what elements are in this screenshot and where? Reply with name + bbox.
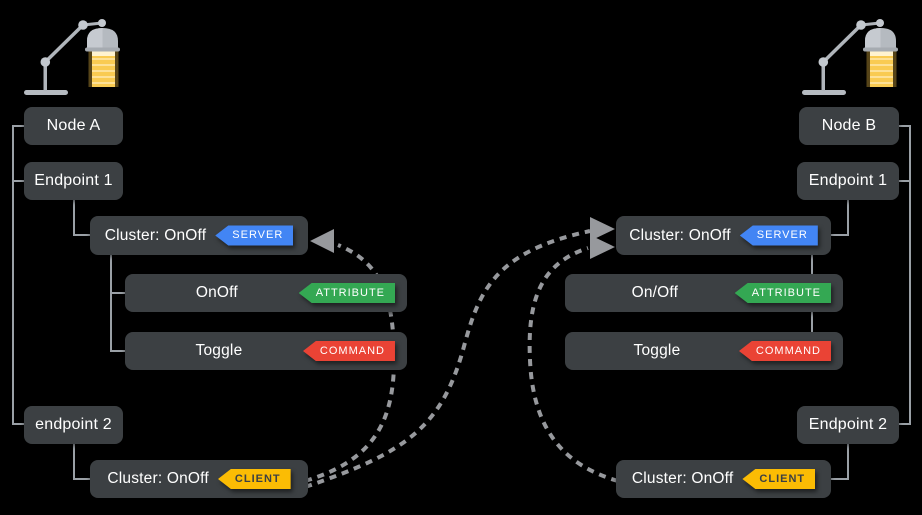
arrowhead-into-server-b-lower	[590, 235, 615, 259]
arrowheads	[310, 217, 615, 259]
arrowhead-into-server-a	[310, 229, 334, 253]
node-b-server-cluster-box: Cluster: OnOff SERVER	[616, 216, 831, 255]
node-b-command-label: Toggle	[633, 342, 681, 359]
node-b-tree-line	[899, 125, 911, 425]
attribute-badge: ATTRIBUTE	[298, 282, 395, 304]
endpoint2-b-to-client-line	[831, 444, 849, 480]
arrow-client-a-to-server-a	[304, 243, 397, 483]
node-b-label: Node B	[821, 117, 877, 134]
server-badge: SERVER	[215, 225, 294, 246]
lamp-joint	[40, 57, 51, 67]
node-a-server-cluster-label: Cluster: OnOff	[104, 226, 207, 244]
node-b-client-cluster-box: Cluster: OnOff CLIENT	[616, 460, 831, 498]
node-b-endpoint1-box: Endpoint 1	[797, 162, 899, 200]
desk-lamp-icon-node-b	[802, 19, 898, 95]
dashed-arrows	[304, 229, 619, 489]
attribute-badge: ATTRIBUTE	[734, 282, 831, 304]
arrow-client-a-to-server-b	[304, 229, 591, 489]
node-b-endpoint2-box: Endpoint 2	[797, 406, 899, 444]
server-a-subtree-line	[110, 255, 125, 352]
command-badge: COMMAND	[738, 340, 831, 362]
node-a-endpoint1-box: Endpoint 1	[24, 162, 123, 200]
lamp-pole	[43, 62, 47, 91]
arrowhead-into-server-b-upper	[590, 217, 615, 241]
server-badge: SERVER	[739, 225, 818, 246]
node-b-endpoint1-label: Endpoint 1	[808, 172, 888, 189]
node-b-endpoint2-label: Endpoint 2	[808, 416, 888, 433]
node-a-command-row: Toggle COMMAND	[125, 332, 407, 370]
node-a-tree-line	[12, 125, 24, 425]
node-a-endpoint2-box: endpoint 2	[24, 406, 123, 444]
node-b-attribute-row: On/Off ATTRIBUTE	[565, 274, 843, 312]
node-a-box: Node A	[24, 107, 123, 145]
lamp-arm	[822, 23, 863, 64]
node-a-endpoint2-label: endpoint 2	[35, 416, 112, 433]
endpoint1-b-to-server-line	[831, 200, 849, 236]
node-b-server-cluster-label: Cluster: OnOff	[629, 226, 731, 244]
node-a-command-label: Toggle	[195, 342, 243, 359]
arrow-client-b-to-server-b	[527, 246, 619, 483]
endpoint1-a-to-server-line	[73, 200, 90, 236]
client-badge: CLIENT	[742, 468, 816, 490]
lamp-base	[802, 90, 846, 95]
node-a-client-cluster-box: Cluster: OnOff CLIENT	[90, 460, 308, 498]
node-a-client-cluster-label: Cluster: OnOff	[107, 470, 209, 487]
endpoint2-a-to-client-line	[73, 444, 90, 480]
client-badge: CLIENT	[217, 468, 291, 490]
node-a-attribute-label: OnOff	[195, 284, 238, 301]
lamp-pole	[821, 62, 825, 91]
lamp-arm	[44, 23, 85, 64]
node-b-client-cluster-label: Cluster: OnOff	[631, 470, 734, 487]
node-a-server-cluster-box: Cluster: OnOff SERVER	[90, 216, 308, 255]
lamp-base	[24, 90, 68, 95]
node-a-attribute-row: OnOff ATTRIBUTE	[125, 274, 407, 312]
node-a-endpoint1-label: Endpoint 1	[34, 172, 113, 189]
node-b-command-row: Toggle COMMAND	[565, 332, 843, 370]
desk-lamp-icon-node-a	[24, 19, 120, 95]
node-b-box: Node B	[799, 107, 899, 145]
command-badge: COMMAND	[302, 340, 395, 362]
node-a-label: Node A	[46, 117, 101, 134]
node-b-attribute-label: On/Off	[631, 284, 679, 301]
